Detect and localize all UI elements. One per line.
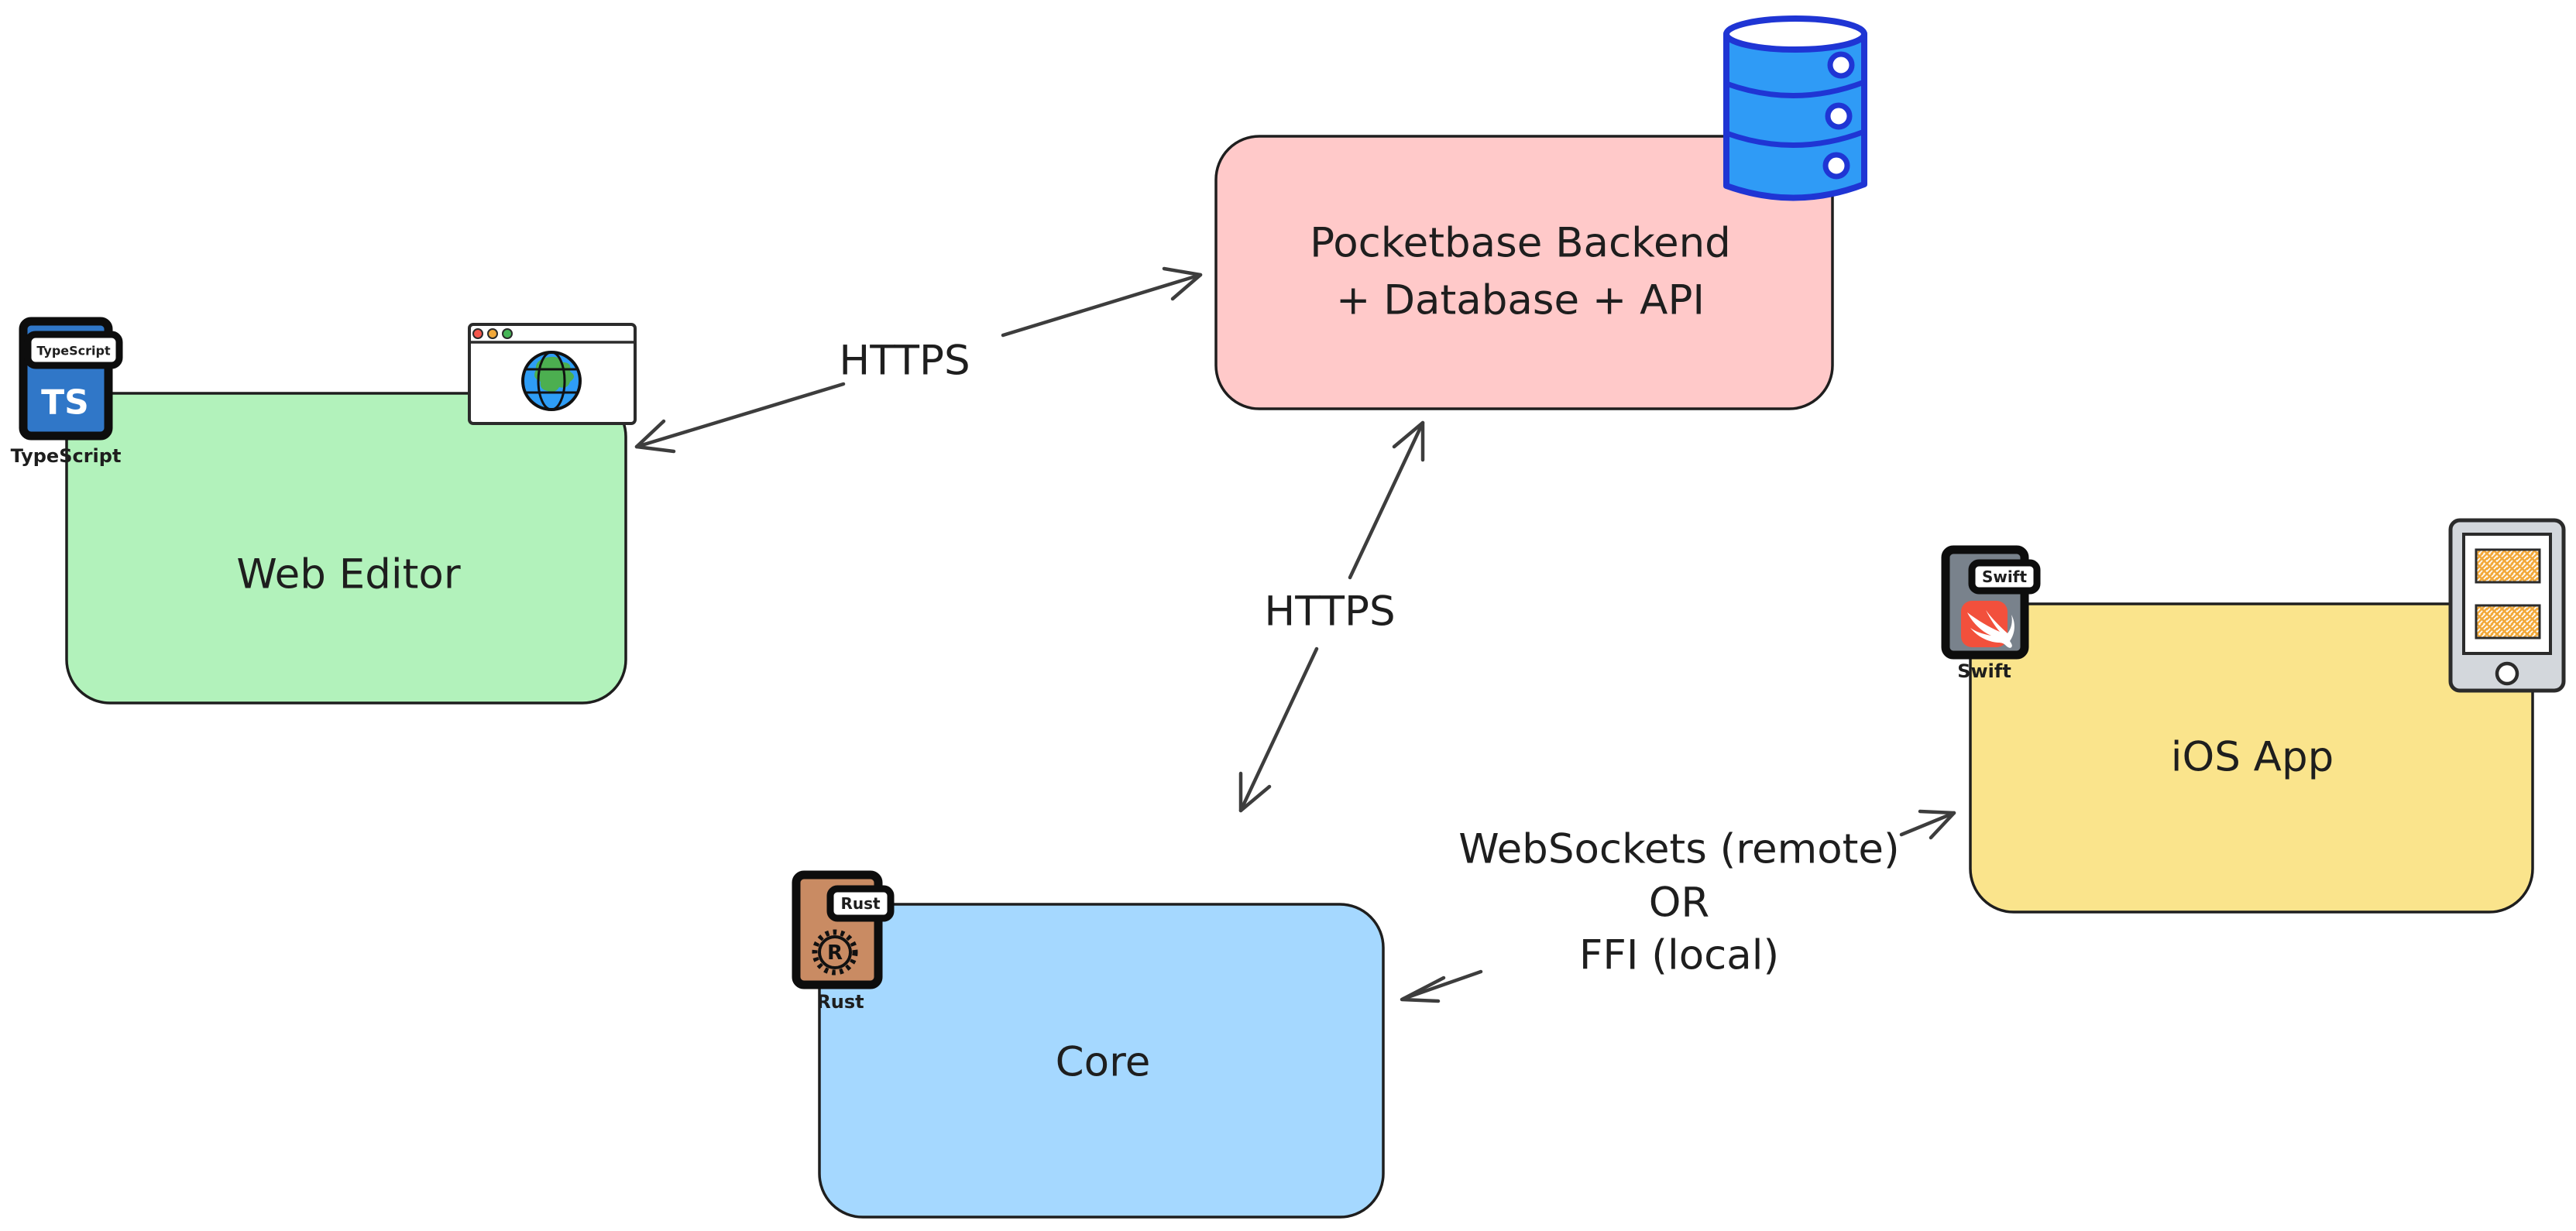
globe-meridian xyxy=(537,351,566,411)
rust-gear-inner xyxy=(818,935,852,969)
database-port-1 xyxy=(1827,51,1855,79)
swift-caption: Swift xyxy=(1957,660,2011,682)
browser-dot-yellow xyxy=(487,328,498,339)
edge-label-core-ios: WebSockets (remote) OR FFI (local) xyxy=(1458,826,1899,979)
core-label: Core xyxy=(1056,1039,1151,1086)
pocketbase-label-line2: + Database + API xyxy=(1336,277,1705,324)
edge-label-https-web: HTTPS xyxy=(839,338,970,385)
edge-https-pocketbase-core-line xyxy=(1238,420,1425,813)
edge-https-pocketbase-core xyxy=(1238,420,1425,813)
typescript-monogram: TS xyxy=(41,383,89,423)
swift-banner xyxy=(1968,559,2041,595)
rust-caption: Rust xyxy=(816,991,864,1013)
arrowhead-to-web-editor xyxy=(634,419,676,454)
websockets-label-line3: FFI (local) xyxy=(1579,932,1779,979)
typescript-badge-icon: TS TypeScript TypeScript xyxy=(11,317,123,467)
rust-banner-text: Rust xyxy=(840,894,881,913)
phone-icon xyxy=(2448,518,2566,693)
rust-gear-outer xyxy=(812,929,858,976)
edge-https-web-pocketbase xyxy=(634,266,1203,454)
websockets-label-line2: OR xyxy=(1649,880,1710,927)
arrow-to-ios-line xyxy=(1899,811,1956,837)
arrowhead-to-core-right xyxy=(1400,976,1446,1003)
database-divider-2 xyxy=(1725,129,1866,148)
web-editor-box xyxy=(65,392,627,705)
swift-banner-text: Swift xyxy=(1982,567,2027,586)
swift-badge-icon: Swift Swift xyxy=(1941,545,2041,682)
arrowhead-to-ios xyxy=(1918,809,1956,840)
arrowhead-to-pocketbase-bottom xyxy=(1392,420,1425,462)
edge-https-web-pocketbase-line xyxy=(634,273,1203,449)
rust-badge-icon: R Rust Rust xyxy=(792,870,895,1013)
browser-dot-red xyxy=(472,328,483,339)
phone-home-button xyxy=(2495,661,2519,686)
database-port-3 xyxy=(1822,152,1850,180)
ios-app-label: iOS App xyxy=(2171,734,2334,781)
phone-content-block-1 xyxy=(2475,548,2541,584)
typescript-caption: TypeScript xyxy=(11,445,122,467)
web-editor-label: Web Editor xyxy=(236,551,460,598)
node-pocketbase: Pocketbase Backend + Database + API xyxy=(1214,135,1834,410)
database-divider-1 xyxy=(1725,79,1866,98)
pocketbase-label-line1: Pocketbase Backend xyxy=(1310,220,1731,267)
arrowhead-to-core-top xyxy=(1238,771,1272,813)
typescript-banner xyxy=(24,331,123,369)
arrowhead-to-pocketbase xyxy=(1162,266,1203,301)
ios-app-box xyxy=(1969,602,2534,914)
browser-icon xyxy=(468,323,637,425)
edge-core-ios-arrows xyxy=(1400,809,1956,1003)
rust-monogram: R xyxy=(827,941,843,965)
node-web-editor: Web Editor xyxy=(65,392,627,705)
database-icon xyxy=(1723,15,1867,201)
arrow-to-core-line xyxy=(1401,969,1483,1001)
typescript-banner-text: TypeScript xyxy=(36,344,111,358)
browser-dot-green xyxy=(502,328,513,339)
database-top xyxy=(1723,15,1867,53)
swift-bird xyxy=(1967,610,2014,648)
database-port-2 xyxy=(1825,102,1853,130)
core-box xyxy=(818,903,1385,1219)
phone-content-block-2 xyxy=(2475,604,2541,640)
node-core: Core xyxy=(818,903,1385,1219)
node-ios-app: iOS App xyxy=(1969,602,2534,914)
rust-banner xyxy=(826,885,895,922)
edge-label-https-core: HTTPS xyxy=(1264,588,1395,636)
pocketbase-box xyxy=(1214,135,1834,410)
websockets-label-line1: WebSockets (remote) xyxy=(1458,826,1899,873)
